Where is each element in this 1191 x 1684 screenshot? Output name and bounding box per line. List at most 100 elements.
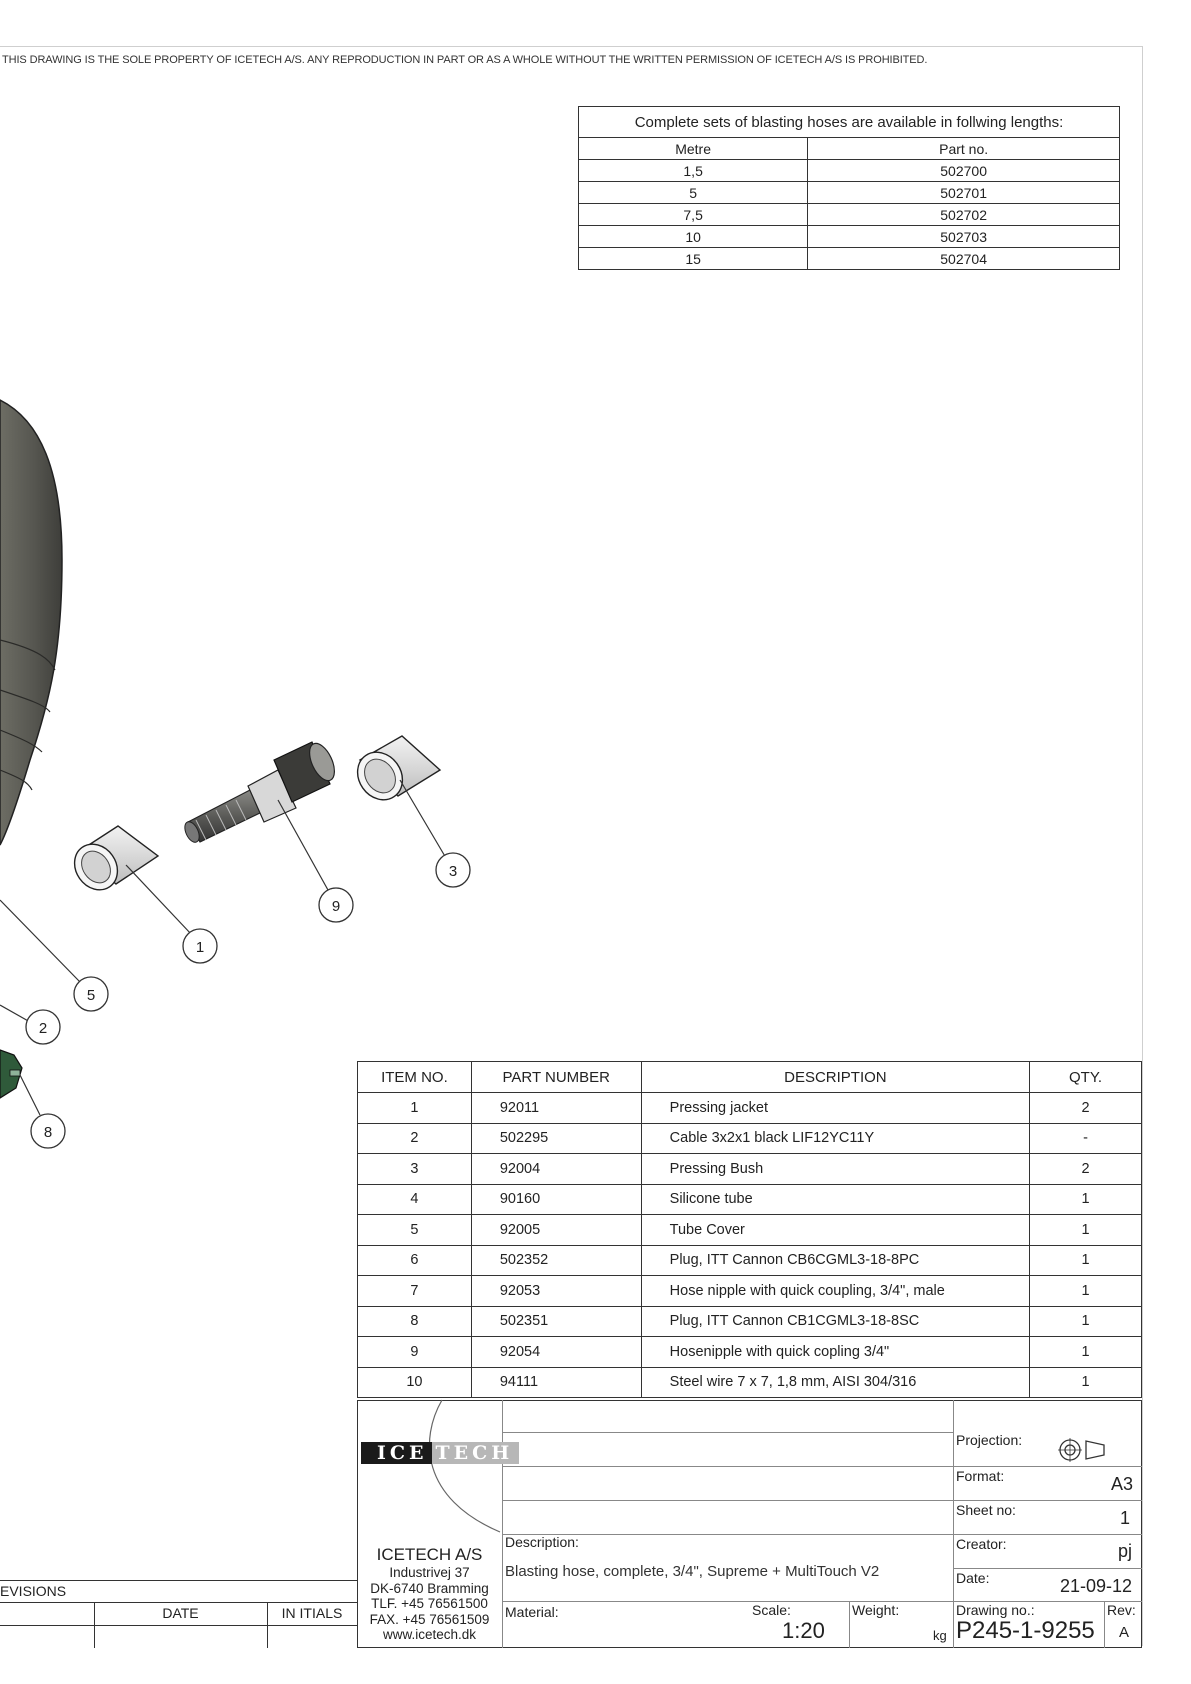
pressing-bush-3 (356, 735, 442, 801)
lengths-caption: Complete sets of blasting hoses are avai… (578, 106, 1120, 138)
bom-cell: 90160 (470, 1183, 642, 1215)
bom-cell: 1 (1029, 1336, 1142, 1368)
balloon-label: 9 (332, 898, 340, 915)
balloon-8: 8 (30, 1113, 66, 1149)
lengths-cell: 502701 (807, 181, 1120, 204)
balloon-3: 3 (435, 852, 471, 888)
bom-header-description: DESCRIPTION (640, 1061, 1031, 1093)
frame-top-border (0, 46, 1142, 47)
bom-cell: 1 (1029, 1183, 1142, 1215)
address-line: Industrivej 37 (389, 1565, 470, 1580)
title-block (357, 1400, 1142, 1648)
fax: FAX. +45 76561509 (369, 1611, 490, 1627)
bom-cell: Hosenipple with quick copling 3/4" (640, 1336, 1031, 1368)
balloon-9: 9 (318, 887, 354, 923)
logo-tech: TECH (431, 1442, 520, 1464)
sheet-label: Sheet no: (956, 1502, 1016, 1518)
bom-cell: 2 (1029, 1153, 1142, 1185)
bom-cell: 502295 (470, 1122, 642, 1154)
drawing-no-label: Drawing no.: (956, 1602, 1035, 1618)
bom-cell: Pressing jacket (640, 1092, 1031, 1124)
bom-cell: 92005 (470, 1214, 642, 1246)
balloon-label: 1 (196, 939, 204, 956)
lengths-cell: 15 (577, 247, 809, 270)
format-value: A3 (1110, 1474, 1133, 1494)
title-block-divider (953, 1568, 1142, 1569)
company-name: ICETECH A/S (376, 1545, 483, 1564)
revisions-title: EVISIONS (0, 1583, 67, 1599)
title-block-divider (502, 1500, 953, 1501)
balloon-2: 2 (25, 1009, 61, 1045)
bom-cell: Plug, ITT Cannon CB6CGML3-18-8PC (640, 1244, 1031, 1276)
date-value: 21-09-12 (1059, 1576, 1132, 1596)
bom-cell: Silicone tube (640, 1183, 1031, 1215)
bom-cell: 1 (1029, 1305, 1142, 1337)
lengths-cell: 502702 (807, 203, 1120, 226)
rev-label: Rev: (1107, 1602, 1136, 1618)
logo-ice: ICE (361, 1442, 432, 1464)
bom-cell: Steel wire 7 x 7, 1,8 mm, AISI 304/316 (640, 1366, 1031, 1398)
bom-cell: 2 (357, 1122, 472, 1154)
bom-cell: 502351 (470, 1305, 642, 1337)
bom-cell: 92004 (470, 1153, 642, 1185)
lengths-cell: 502703 (807, 225, 1120, 248)
logo-arc (428, 1399, 501, 1533)
title-block-divider (1104, 1601, 1105, 1648)
title-block-divider (502, 1601, 1142, 1602)
title-block-divider (953, 1400, 954, 1648)
bom-header-part: PART NUMBER (470, 1061, 642, 1093)
lengths-cell: 502704 (807, 247, 1120, 270)
creator-label: Creator: (956, 1536, 1007, 1552)
property-notice: THIS DRAWING IS THE SOLE PROPERTY OF ICE… (2, 54, 928, 66)
bom-cell: 1 (1029, 1366, 1142, 1398)
bom-cell: 1 (357, 1092, 472, 1124)
title-block-divider (502, 1466, 953, 1467)
title-block-divider (502, 1432, 953, 1433)
balloon-label: 3 (449, 863, 457, 880)
projection-label: Projection: (956, 1432, 1023, 1448)
hose-drum (0, 399, 63, 846)
bom-header-qty: QTY. (1029, 1061, 1142, 1093)
date-label: Date: (956, 1570, 990, 1586)
material-label: Material: (505, 1604, 559, 1620)
creator-value: pj (1117, 1541, 1132, 1561)
bom-cell: 8 (357, 1305, 472, 1337)
hose-nipple-9 (184, 741, 335, 843)
lengths-cell: 502700 (807, 159, 1120, 182)
scale-label: Scale: (752, 1602, 791, 1618)
revisions-initials-header: IN ITIALS (281, 1605, 343, 1621)
balloon-label: 5 (87, 987, 95, 1004)
bom-cell: 94111 (470, 1366, 642, 1398)
bom-cell: 502352 (470, 1244, 642, 1276)
title-block-divider (502, 1534, 953, 1535)
bom-cell: Cable 3x2x1 black LIF12YC11Y (640, 1122, 1031, 1154)
phone: TLF. +45 76561500 (371, 1596, 488, 1611)
revisions-date-header: DATE (162, 1605, 199, 1621)
bom-cell: - (1029, 1122, 1142, 1154)
weight-unit: kg (933, 1628, 947, 1643)
bom-cell: 4 (357, 1183, 472, 1215)
website: www.icetech.dk (382, 1627, 477, 1642)
bom-cell: 6 (357, 1244, 472, 1276)
bom-cell: Pressing Bush (640, 1153, 1031, 1185)
balloon-label: 8 (44, 1124, 52, 1141)
title-block-divider (849, 1601, 850, 1648)
address-line: DK-6740 Bramming (370, 1580, 489, 1596)
pressing-jacket-1 (73, 825, 160, 891)
third-angle-projection-icon (1058, 1438, 1105, 1462)
bom-cell: 1 (1029, 1214, 1142, 1246)
lengths-cell: 7,5 (577, 203, 809, 226)
